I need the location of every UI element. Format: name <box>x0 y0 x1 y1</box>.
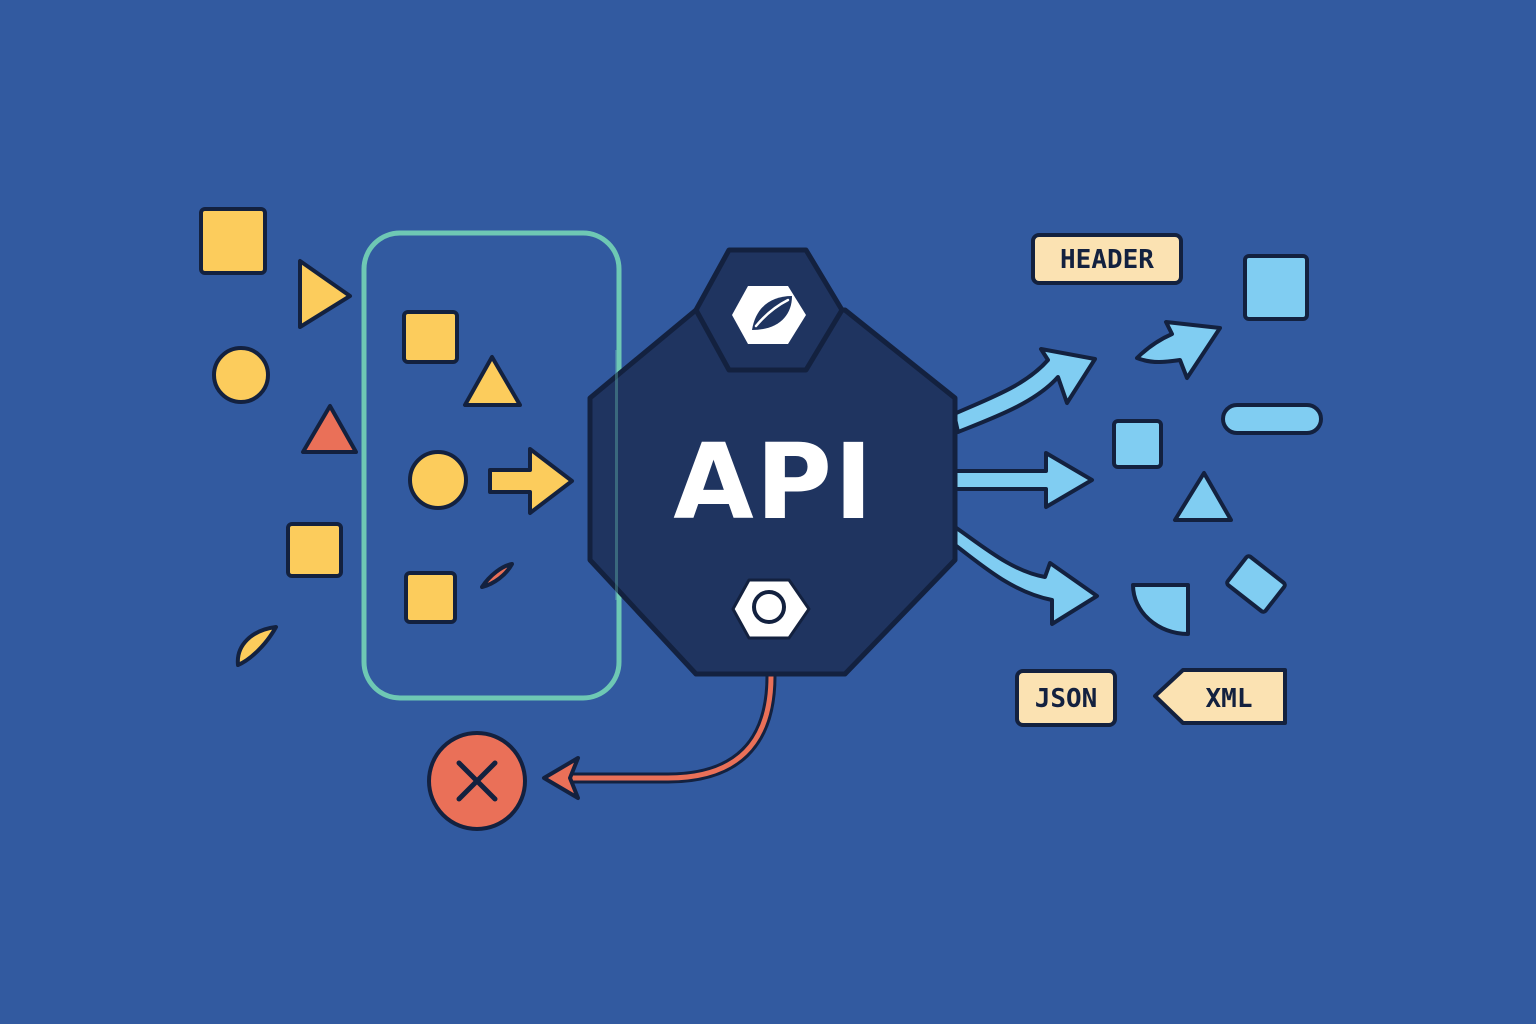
top-badge <box>693 247 845 373</box>
filtered-square-1 <box>402 310 459 364</box>
error-path <box>427 670 777 831</box>
error-return-line-fill <box>557 673 774 781</box>
filtered-circle <box>408 450 468 510</box>
json-tag: JSON <box>1015 669 1117 727</box>
output-arrow-down <box>953 525 1099 626</box>
filter-frame <box>361 230 622 701</box>
input-square-2 <box>286 522 343 578</box>
output-bar <box>1221 403 1323 435</box>
xml-tag: XML <box>1153 668 1287 725</box>
output-arrow-up <box>952 347 1097 434</box>
output-quarter-circle <box>1131 583 1190 636</box>
output-triangle <box>1173 471 1233 522</box>
input-triangle-1 <box>298 259 352 329</box>
output-arrow-small <box>1135 320 1222 380</box>
input-square-1 <box>199 207 267 275</box>
input-triangle-red <box>301 404 358 454</box>
filtered-triangle <box>463 355 522 407</box>
header-tag: HEADER <box>1031 233 1183 285</box>
xml-tag-label: XML <box>1206 684 1253 714</box>
filter-frame-outline <box>361 230 622 701</box>
filtered-sliver <box>480 562 514 589</box>
json-tag-label: JSON <box>1035 684 1098 714</box>
input-shapes <box>199 207 358 667</box>
output-shapes <box>1112 254 1323 636</box>
close-icon <box>456 760 498 802</box>
leaf-icon <box>752 296 792 330</box>
output-diamond <box>1225 554 1287 614</box>
output-square-1 <box>1243 254 1309 321</box>
error-return-line <box>554 670 777 784</box>
api-hub-hexagon <box>587 307 958 677</box>
filtered-square-2 <box>404 571 457 624</box>
input-circle-1 <box>212 346 270 404</box>
output-square-2 <box>1112 419 1163 469</box>
error-arrowhead <box>542 756 580 800</box>
input-crescent <box>235 625 278 667</box>
output-arrows <box>952 347 1099 626</box>
api-label: API <box>673 421 874 543</box>
api-hub: API <box>587 247 958 677</box>
format-tags: HEADER JSON XML <box>1015 233 1287 727</box>
filtered-arrow <box>488 447 574 515</box>
nut-icon <box>731 578 811 640</box>
header-tag-label: HEADER <box>1060 245 1154 275</box>
output-arrow-middle <box>953 451 1094 509</box>
error-badge <box>427 731 527 831</box>
